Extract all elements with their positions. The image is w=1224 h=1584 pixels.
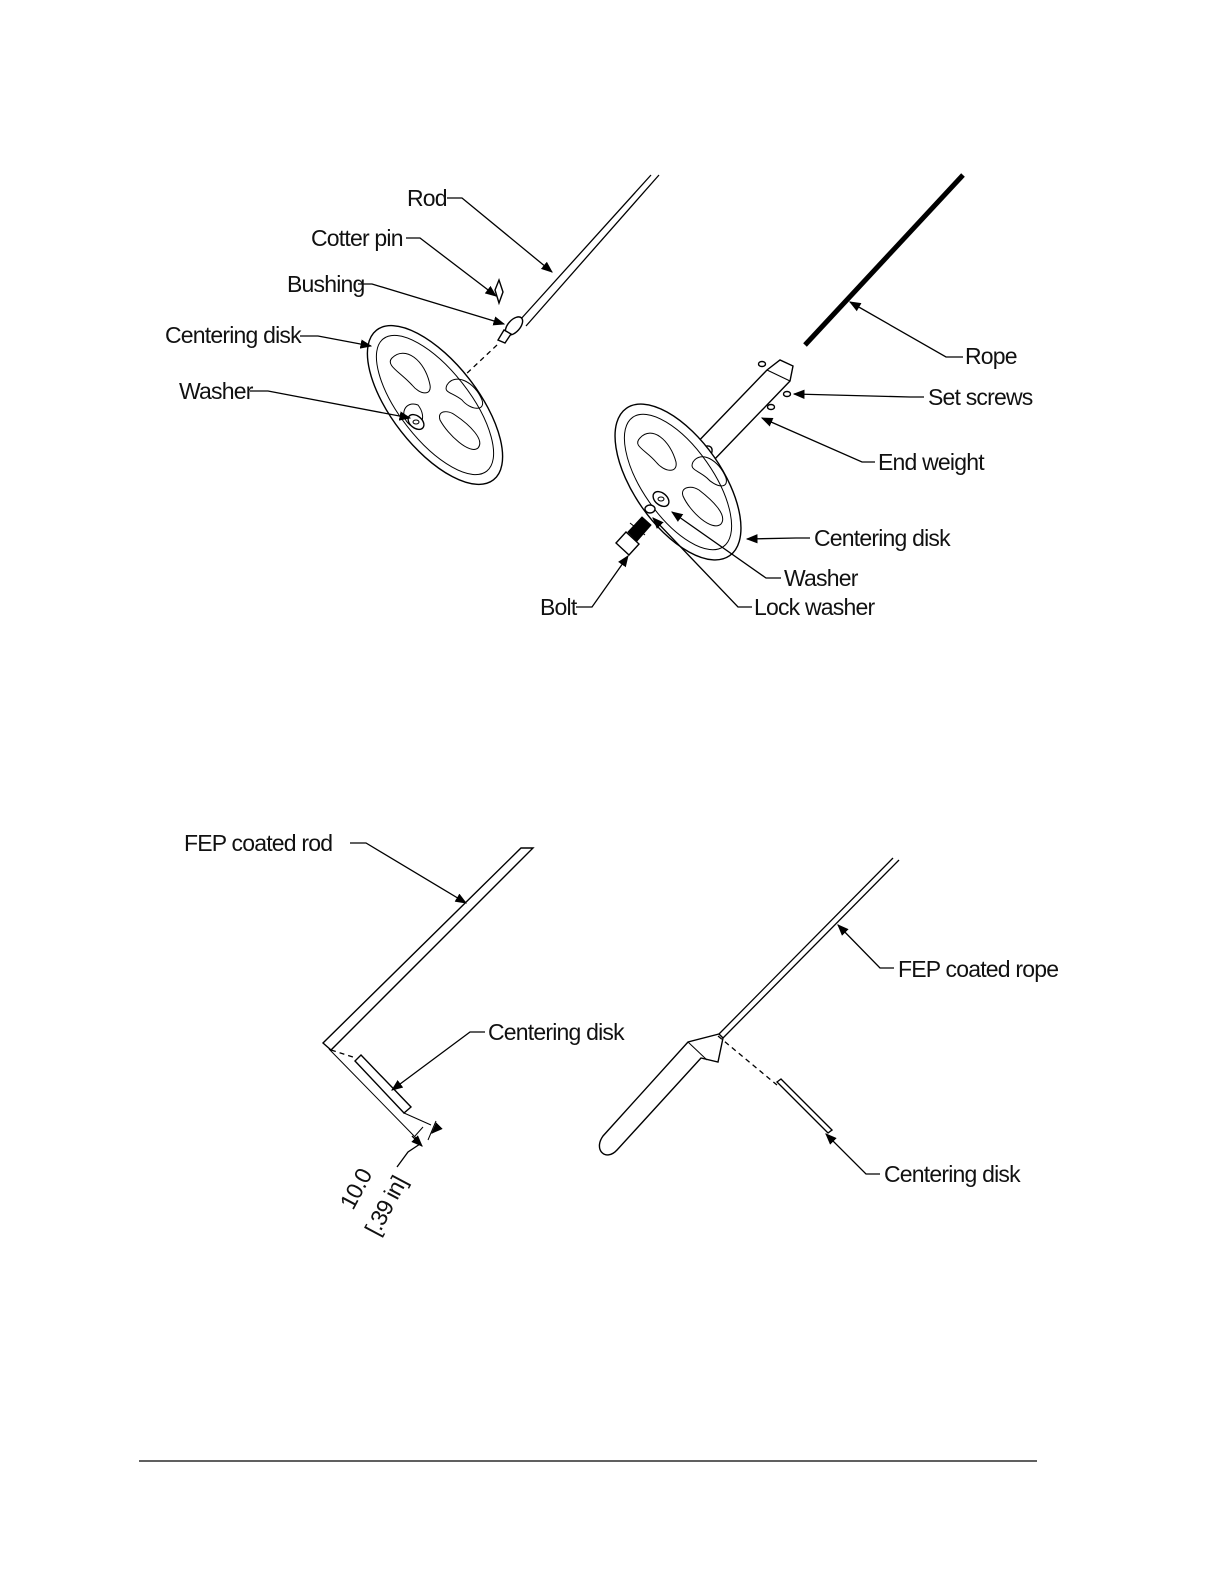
label-centering-disk-bottom-left: Centering disk [488,1019,625,1045]
label-fep-coated-rod: FEP coated rod [184,830,332,856]
label-rope: Rope [965,343,1017,369]
cotter-pin-part [495,280,503,303]
centering-disk-left-part [343,304,528,507]
end-weight-bottom-part [599,1034,723,1155]
label-end-weight: End weight [878,449,985,475]
label-lock-washer: Lock washer [754,594,875,620]
label-rod: Rod [407,185,447,211]
fep-coated-rope-part [719,858,899,1038]
rope-part [805,175,963,345]
label-bolt: Bolt [540,594,578,620]
label-centering-disk-left: Centering disk [165,322,302,348]
exploded-assembly-diagram: Rod Cotter pin Bushing Centering disk Wa… [165,175,1033,620]
label-washer-right: Washer [784,565,859,591]
label-cotter-pin: Cotter pin [311,225,403,251]
centering-disk-bottom-right-part [777,1079,832,1133]
rod-part [520,175,659,326]
bolt-part [616,517,651,555]
label-centering-disk-right: Centering disk [814,525,951,551]
label-fep-coated-rope: FEP coated rope [898,956,1058,982]
label-bushing: Bushing [287,271,365,297]
label-washer-left: Washer [179,378,254,404]
bushing-part [498,314,526,343]
assembly-axis-bottom-right [718,1036,777,1085]
label-centering-disk-bottom-right: Centering disk [884,1161,1021,1187]
label-set-screws: Set screws [928,384,1033,410]
lock-washer-part [645,505,655,513]
assembled-view-diagram: FEP coated rod Centering disk FEP coated… [184,830,1058,1239]
